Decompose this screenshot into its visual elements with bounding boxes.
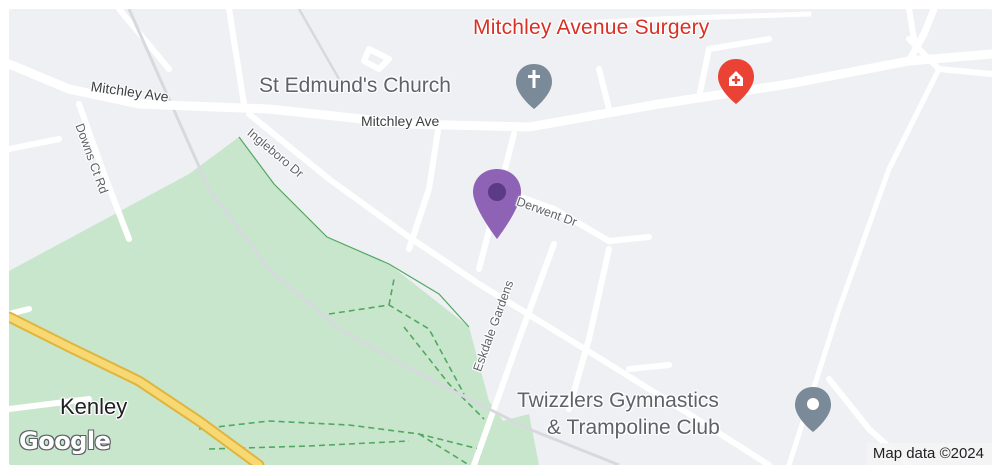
road-east bbox=[786, 66, 942, 465]
mitchley-ave-north bbox=[905, 9, 938, 65]
poi-label-church[interactable]: St Edmund's Church bbox=[259, 74, 451, 97]
park-edge bbox=[238, 136, 470, 328]
poi-label-gymnastics-line2[interactable]: & Trampoline Club bbox=[547, 416, 720, 439]
place-icon[interactable] bbox=[795, 387, 831, 432]
rail-edge bbox=[297, 9, 341, 80]
medical-icon[interactable] bbox=[718, 59, 754, 104]
railway bbox=[127, 9, 620, 465]
location-pin-icon[interactable] bbox=[473, 169, 521, 239]
place-label-kenley: Kenley bbox=[60, 394, 128, 419]
street-label-mitchley-ave-east: Mitchley Ave bbox=[361, 113, 440, 129]
map-canvas[interactable]: Mitchley Ave Mitchley Ave Ingleboro Dr D… bbox=[9, 9, 992, 465]
poi-label-surgery[interactable]: Mitchley Avenue Surgery bbox=[473, 16, 710, 39]
road-top bbox=[566, 11, 812, 27]
google-logo: Google bbox=[19, 427, 111, 455]
highway-fill bbox=[9, 313, 263, 465]
map-attribution[interactable]: Map data ©2024 bbox=[866, 443, 992, 465]
mitchley-ave-road bbox=[9, 49, 992, 132]
poi-label-gymnastics-line1[interactable]: Twizzlers Gymnastics bbox=[517, 389, 719, 412]
church-icon[interactable] bbox=[516, 64, 552, 109]
